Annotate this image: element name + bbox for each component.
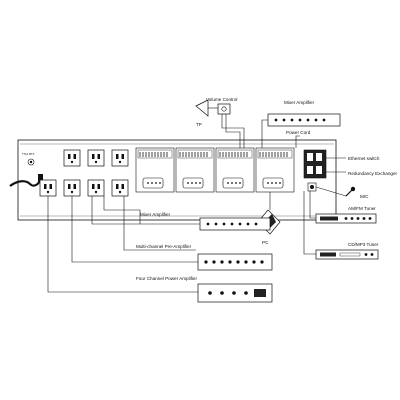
four-channel-power-amplifier: Four Channel Power Amplifier xyxy=(136,276,273,303)
volume-control-unit: Volume Control xyxy=(206,97,237,115)
microphone-icon xyxy=(345,189,353,197)
mixer-amplifier-top: Mixer Amplifier xyxy=(267,100,341,127)
volume-control-label: Volume Control xyxy=(206,97,237,102)
mixer-amplifier-box xyxy=(267,113,341,127)
redundancy-exchanger-label: Redundancy Exchanger xyxy=(348,171,398,176)
ethernet-switch-label: Ethernet switch xyxy=(348,156,380,161)
pc-label: PC xyxy=(262,240,269,245)
zone-module-1 xyxy=(135,147,175,193)
db9-connector xyxy=(262,177,284,189)
am-fm-tuner-unit: AM/FM Tuner xyxy=(315,206,377,224)
db9-connector xyxy=(222,177,244,189)
ac-outlets-top-row xyxy=(63,149,129,167)
pre-amplifier-box xyxy=(197,253,273,271)
multi-channel-pre-amplifier: Multi-channel Pre-Amplifier xyxy=(136,244,273,271)
mic-unit: MIC xyxy=(345,186,369,199)
db9-connector xyxy=(142,177,164,189)
tp-label: TP xyxy=(196,122,202,127)
volume-control-box xyxy=(217,103,231,115)
power-cord-label: Power Cord xyxy=(286,130,311,135)
mixer-amp-mid-label: Mixer Amplifier xyxy=(140,212,171,217)
tp-speaker-unit: TP xyxy=(195,99,218,127)
ac-outlet xyxy=(87,179,105,197)
cd-mp3-tuner-unit: CD/MP3 Tuner xyxy=(315,242,379,260)
ac-outlet xyxy=(39,179,57,197)
volume-knob-icon xyxy=(221,106,227,112)
connection-lines xyxy=(47,114,347,293)
mixer-amplifier-mid-box xyxy=(199,217,271,231)
cd-mp3-tuner-label: CD/MP3 Tuner xyxy=(348,242,379,247)
db9-connector xyxy=(182,177,204,189)
zone-module-4 xyxy=(255,147,295,193)
ac-outlet xyxy=(63,179,81,197)
mixer-amplifier-mid: Mixer Amplifier xyxy=(140,212,271,231)
power-switch-icon xyxy=(27,158,35,166)
power-cord-coil xyxy=(9,177,42,187)
mic-label: MIC xyxy=(360,194,369,199)
mixer-amp-top-label: Mixer Amplifier xyxy=(284,100,315,105)
zone-module-3 xyxy=(215,147,255,193)
ac-outlet xyxy=(63,149,81,167)
ac-outlet xyxy=(87,149,105,167)
multi-channel-pre-label: Multi-channel Pre-Amplifier xyxy=(136,244,192,249)
panel-header-label: TTA1 MTX xyxy=(22,152,35,156)
ac-outlet xyxy=(111,179,129,197)
zone-module-2 xyxy=(175,147,215,193)
ac-outlet xyxy=(111,149,129,167)
am-fm-tuner-label: AM/FM Tuner xyxy=(348,206,376,211)
ethernet-port-block xyxy=(303,149,327,192)
four-channel-power-label: Four Channel Power Amplifier xyxy=(136,276,197,281)
speaker-icon xyxy=(195,99,209,117)
